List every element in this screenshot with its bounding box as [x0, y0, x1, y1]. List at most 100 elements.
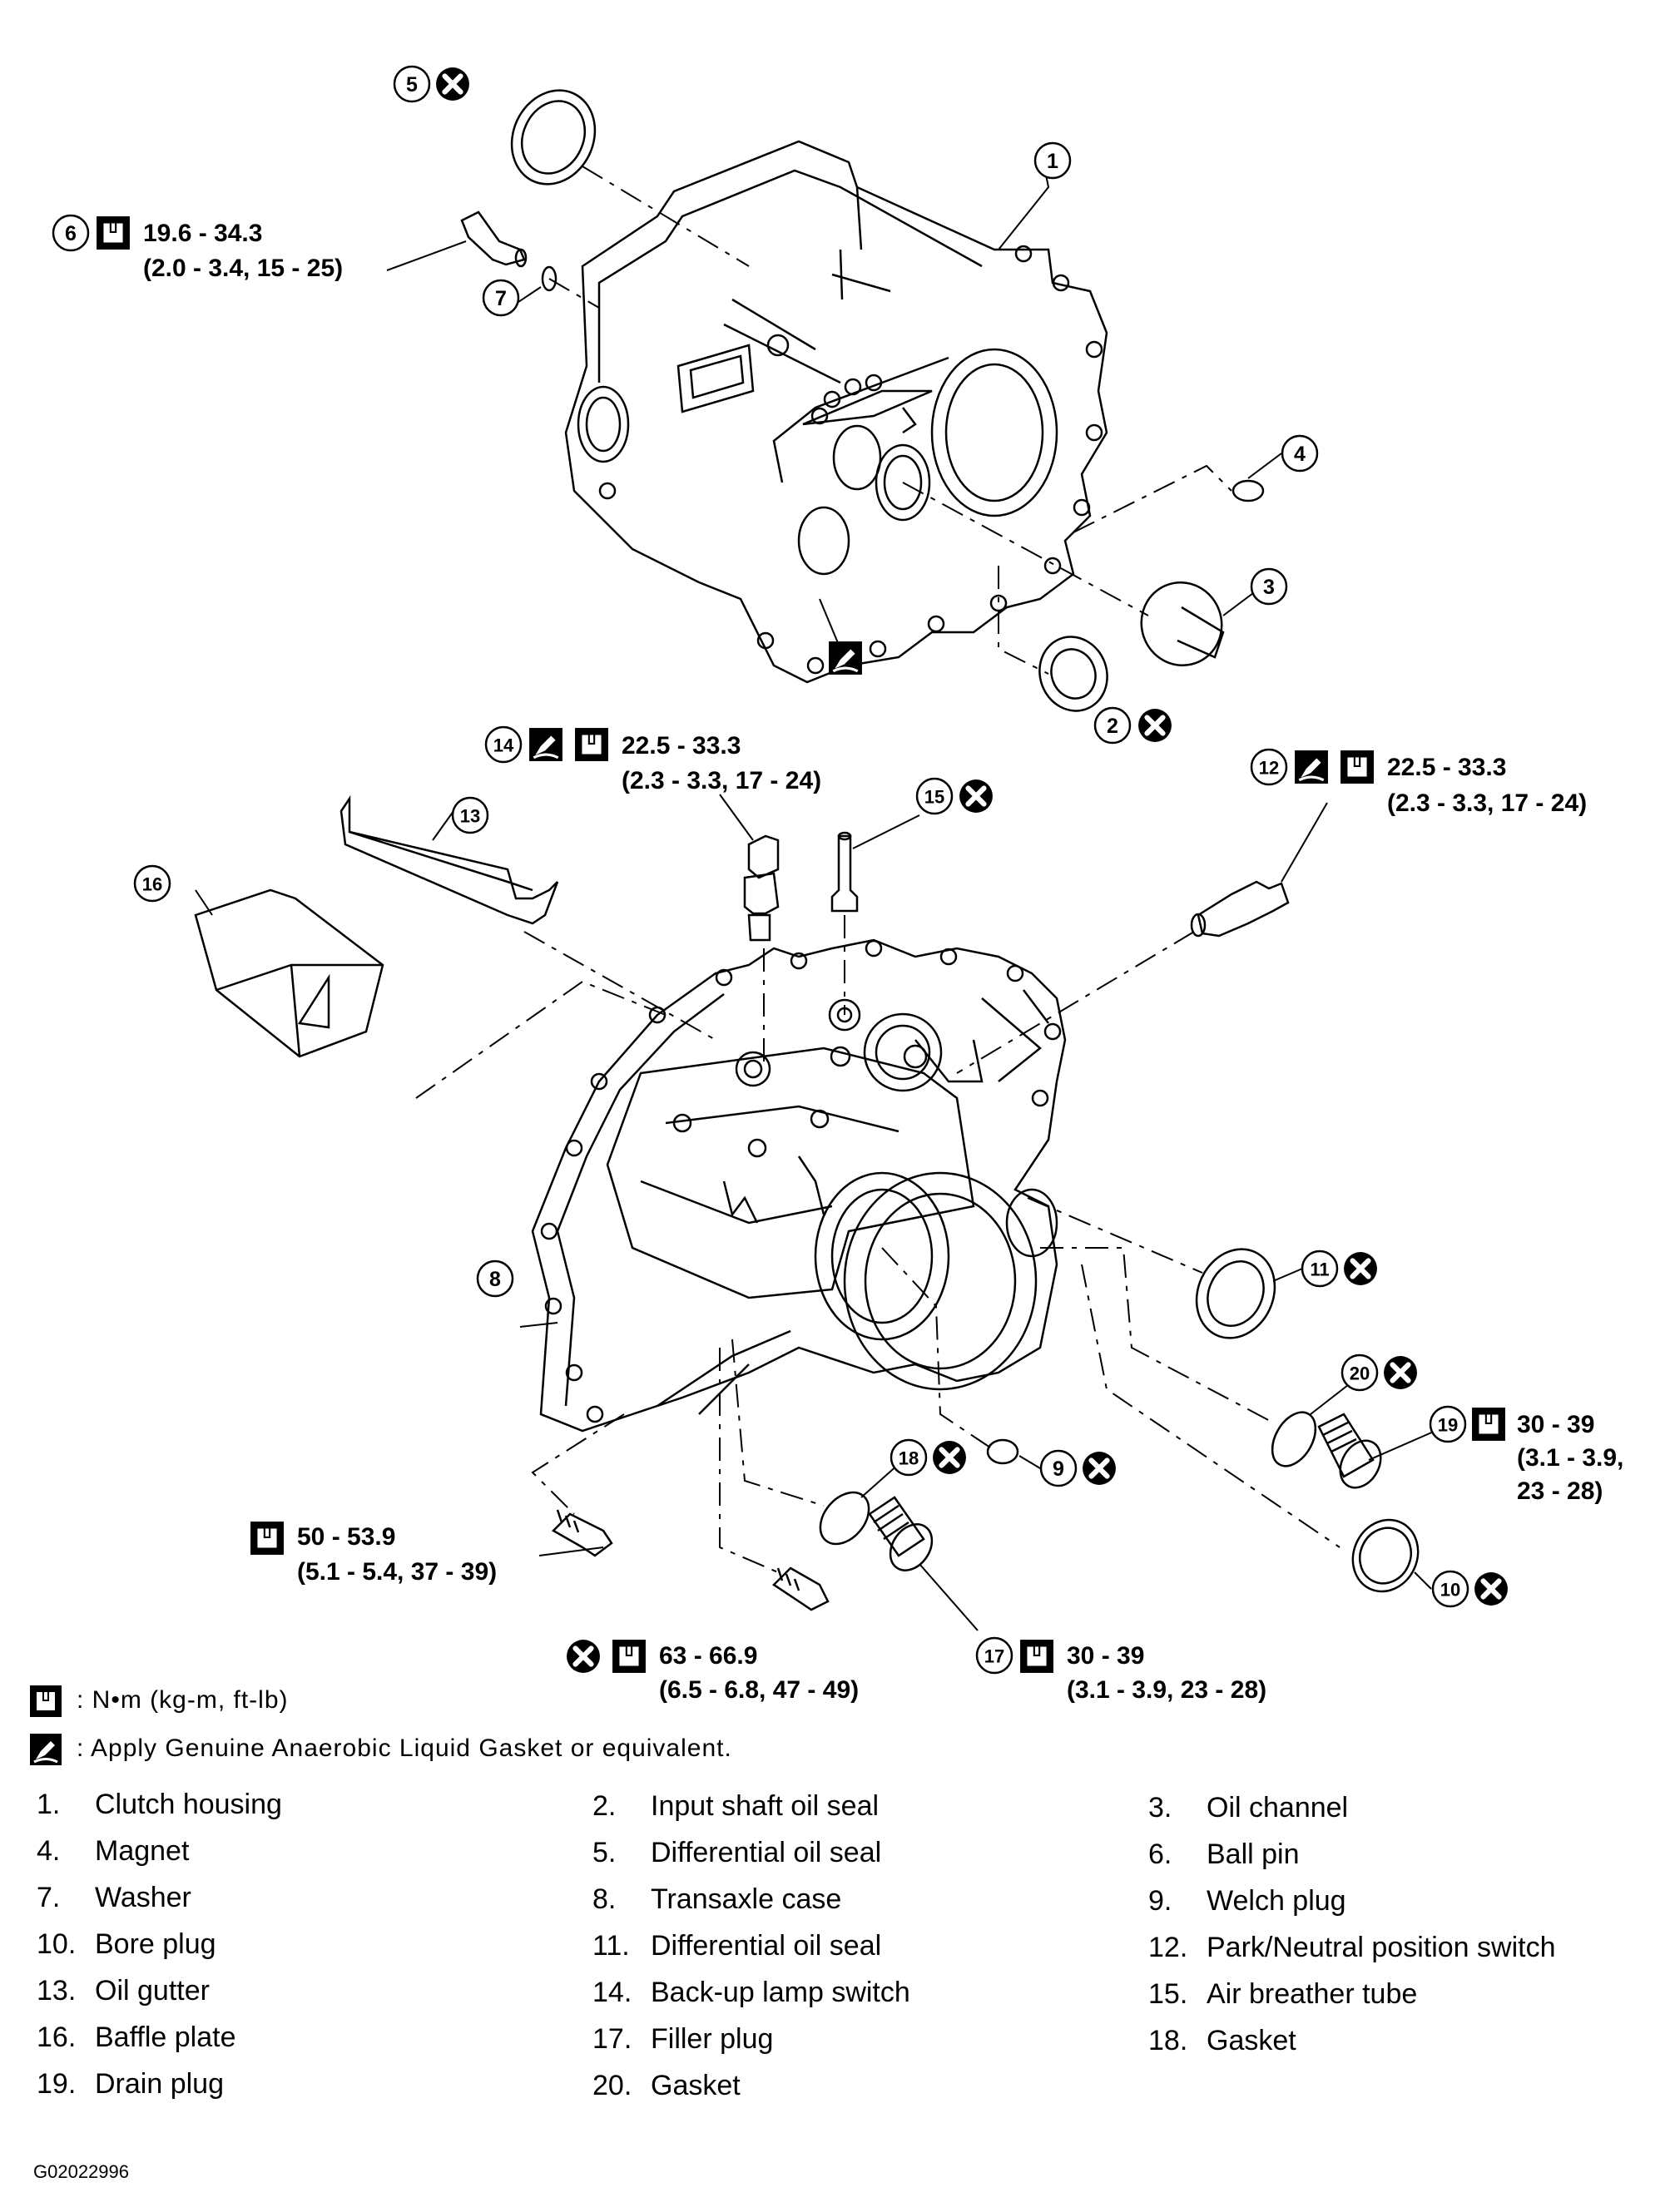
washer-7 [541, 265, 558, 292]
torque-14-line2: (2.3 - 3.3, 17 - 24) [622, 767, 821, 794]
input-shaft-oil-seal-2 [1038, 636, 1108, 712]
callout-2-text: 2 [1107, 715, 1118, 738]
torque-19-line2: (3.1 - 3.9, [1517, 1444, 1623, 1472]
callout-16-text: 16 [142, 874, 162, 895]
torque-6-line1: 19.6 - 34.3 [143, 220, 262, 247]
callout-14 [484, 725, 523, 764]
callout-6 [52, 214, 90, 252]
callout-10 [1431, 1570, 1469, 1608]
callout-12-text: 12 [1259, 758, 1279, 779]
torque-wrench-icon [1472, 1408, 1505, 1441]
liquid-gasket-icon [828, 641, 863, 675]
torque-wrench-icon [575, 728, 608, 761]
torque-bolt-a-line1: 50 - 53.9 [297, 1523, 395, 1551]
baffle-plate-16 [194, 888, 384, 1058]
list-item: 10.Bore plug [37, 1928, 216, 1960]
list-item: 6.Ball pin [1148, 1838, 1300, 1870]
bolt-a [551, 1509, 613, 1557]
liquid-gasket-icon [1294, 750, 1329, 784]
torque-19-line3: 23 - 28) [1517, 1477, 1603, 1505]
figure-id: G02022996 [33, 2161, 129, 2182]
list-item: 18.Gasket [1148, 2025, 1296, 2056]
upper-leader-lines [548, 166, 1232, 675]
list-item: 12.Park/Neutral position switch [1148, 1932, 1556, 1963]
back-up-lamp-switch-14 [743, 834, 780, 942]
list-item: 7.Washer [37, 1882, 191, 1913]
callout-15 [915, 777, 954, 815]
list-item: 19.Drain plug [37, 2068, 224, 2100]
legend-torque-units: : N•m (kg-m, ft-lb) [77, 1686, 289, 1714]
callout-3 [1250, 567, 1288, 606]
list-item: 3.Oil channel [1148, 1792, 1349, 1824]
torque-17-line1: 30 - 39 [1067, 1642, 1144, 1670]
do-not-reuse-icon [1083, 1452, 1116, 1485]
callout-10-text: 10 [1440, 1580, 1460, 1601]
callout-13 [451, 796, 489, 834]
torque-bolt-a-line2: (5.1 - 5.4, 37 - 39) [297, 1558, 497, 1586]
callout-20 [1340, 1353, 1379, 1392]
callout-7 [482, 279, 520, 317]
callout-19 [1429, 1405, 1467, 1443]
callout-14-text: 14 [493, 735, 514, 756]
welch-plug-9 [986, 1438, 1019, 1465]
do-not-reuse-icon [1344, 1252, 1377, 1285]
torque-bolt-b-line2: (6.5 - 6.8, 47 - 49) [659, 1676, 859, 1704]
callout-17-text: 17 [984, 1646, 1004, 1667]
list-item: 8.Transaxle case [592, 1883, 842, 1915]
callout-2 [1093, 706, 1132, 745]
callout-18 [890, 1438, 928, 1477]
list-item: 4.Magnet [37, 1835, 190, 1867]
liquid-gasket-icon [528, 727, 563, 762]
callout-19-text: 19 [1438, 1415, 1458, 1436]
list-item: 15.Air breather tube [1148, 1978, 1418, 2010]
do-not-reuse-icon [933, 1441, 966, 1474]
callout-8-text: 8 [489, 1268, 501, 1291]
differential-oil-seal-5 [510, 89, 597, 186]
differential-oil-seal-11 [1195, 1248, 1276, 1339]
callout-6-text: 6 [65, 222, 77, 245]
torque-bolt-b-line1: 63 - 66.9 [659, 1642, 757, 1670]
drain-plug-19 [1317, 1413, 1382, 1489]
list-item: 20.Gasket [592, 2070, 741, 2101]
callout-1-text: 1 [1047, 150, 1058, 173]
callout-15-text: 15 [924, 787, 944, 808]
gasket-18 [819, 1491, 870, 1546]
torque-specs: 19.6 - 34.3 (2.0 - 3.4, 15 - 25) 22.5 - … [143, 220, 1623, 1704]
torque-wrench-icon [1340, 750, 1374, 784]
ball-pin-6 [460, 210, 528, 268]
do-not-reuse-icon [1138, 709, 1172, 742]
oil-channel-3 [1140, 581, 1225, 667]
callout-5-text: 5 [406, 73, 418, 96]
bolt-b [772, 1566, 830, 1611]
oil-gutter-13 [339, 794, 559, 925]
callout-8 [476, 1259, 514, 1298]
list-item: 13.Oil gutter [37, 1975, 210, 2007]
callout-18-text: 18 [899, 1448, 919, 1469]
callouts: 1 2 3 4 5 6 7 8 9 10 11 12 13 14 15 16 1… [52, 65, 1469, 1675]
callout-17 [975, 1636, 1013, 1675]
lower-callout-leaders [195, 794, 1436, 1631]
clutch-housing [564, 140, 1108, 684]
list-item: 1.Clutch housing [37, 1789, 282, 1820]
list-item: 5.Differential oil seal [592, 1837, 882, 1868]
torque-wrench-icon [1020, 1640, 1053, 1673]
do-not-reuse-icon [567, 1640, 600, 1673]
do-not-reuse-icon [436, 67, 469, 101]
torque-17-line2: (3.1 - 3.9, 23 - 28) [1067, 1676, 1266, 1704]
lower-leader-lines [415, 915, 1340, 1573]
list-item: 2.Input shaft oil seal [592, 1790, 880, 1822]
torque-12-line1: 22.5 - 33.3 [1387, 754, 1506, 781]
torque-6-line2: (2.0 - 3.4, 15 - 25) [143, 255, 343, 282]
callout-11-text: 11 [1310, 1259, 1329, 1280]
callout-3-text: 3 [1263, 576, 1275, 599]
callout-5 [393, 65, 431, 103]
callout-12 [1250, 748, 1288, 786]
torque-wrench-icon [97, 216, 130, 250]
liquid-gasket-icon [29, 1733, 62, 1766]
air-breather-tube-15 [830, 831, 859, 913]
callout-11 [1301, 1250, 1339, 1288]
callout-7-text: 7 [495, 287, 507, 310]
callout-13-text: 13 [460, 806, 480, 827]
list-item: 9.Welch plug [1148, 1885, 1346, 1917]
